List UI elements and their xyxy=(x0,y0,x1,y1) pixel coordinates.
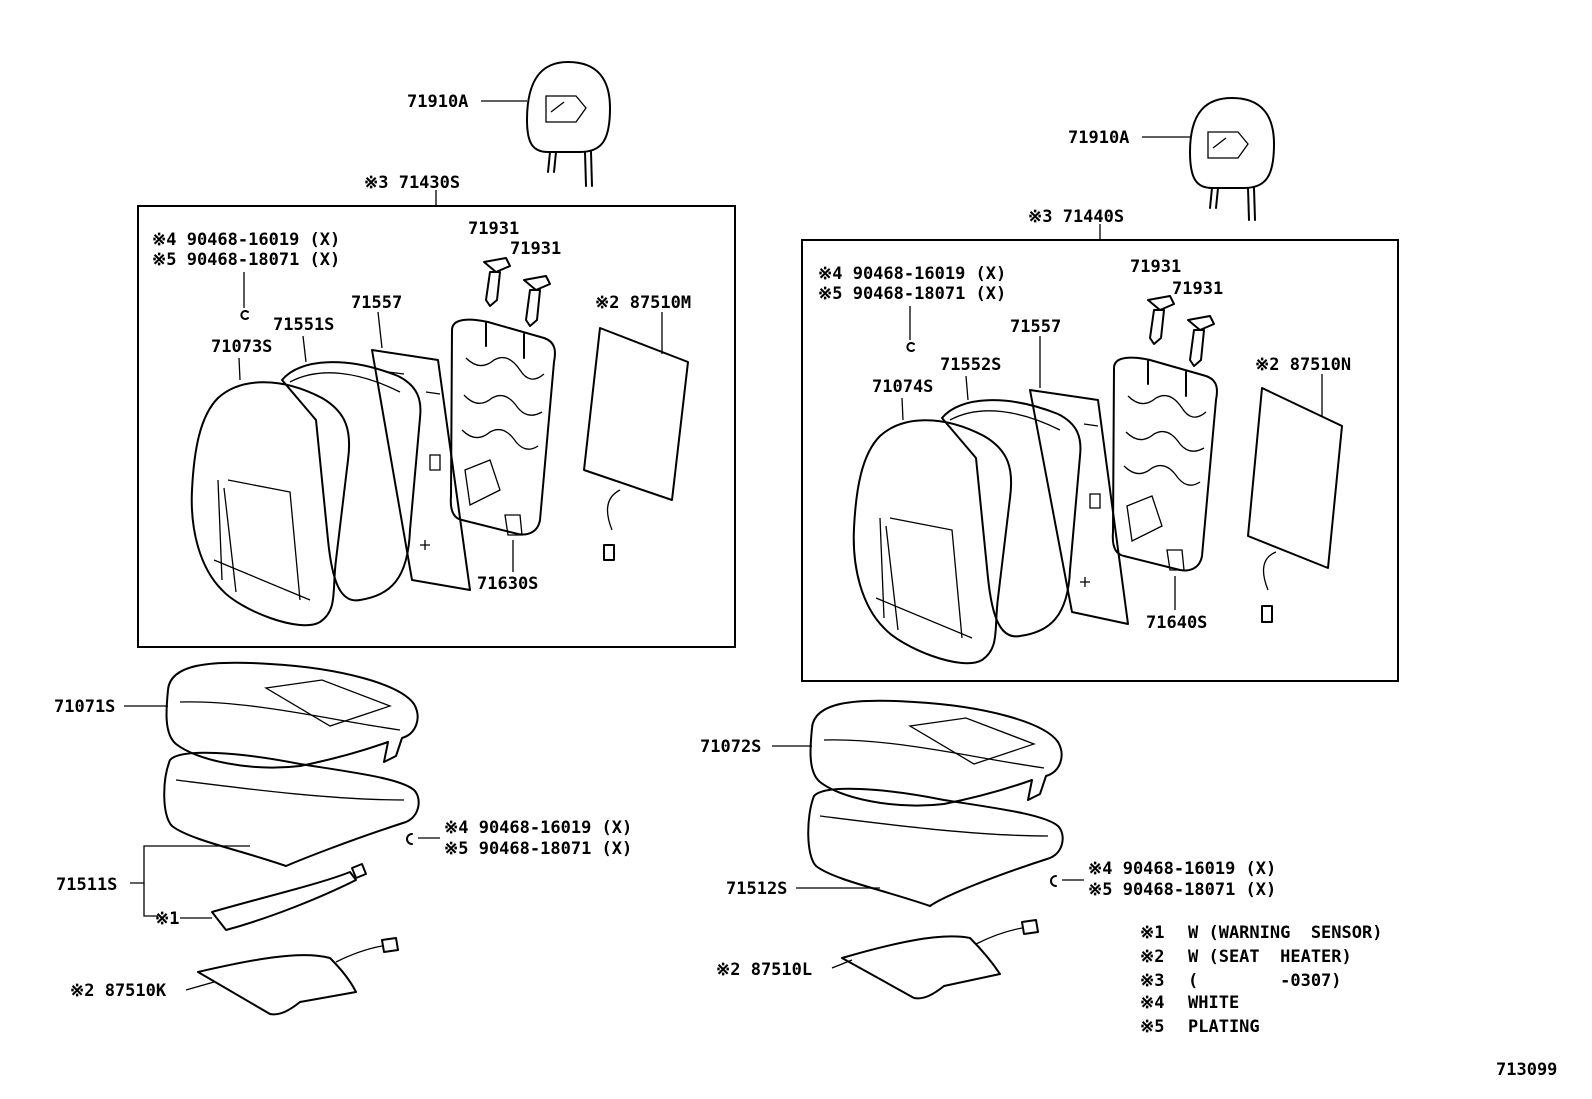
back-board-left[interactable] xyxy=(371,349,471,591)
label-support-right-b: 71931 xyxy=(1172,279,1223,299)
seatback-box-right xyxy=(801,239,1399,682)
legend-mark-1: ※1 xyxy=(1140,923,1164,943)
label-support-left-a: 71931 xyxy=(468,219,519,239)
label-back-frame-right: 71640S xyxy=(1146,613,1207,633)
legend-mark-5: ※5 xyxy=(1140,1017,1164,1037)
label-cushion-cover-right: 71072S xyxy=(700,737,761,757)
clip-left-cushion[interactable] xyxy=(406,833,413,845)
headrest-support-right-a[interactable] xyxy=(1147,295,1175,345)
label-warning-sensor-left: ※1 xyxy=(155,909,179,929)
label-heater-cushion-left: ※2 87510K xyxy=(70,981,167,1001)
headrest-support-left-b[interactable] xyxy=(523,275,551,327)
label-cushion-pad-left: 71511S xyxy=(56,875,117,895)
label-heater-cushion-right: ※2 87510L xyxy=(716,960,812,980)
legend-text-2: W (SEAT HEATER) xyxy=(1188,947,1352,967)
label-clip-plating-right-back: ※5 90468-18071 (X) xyxy=(818,284,1006,304)
label-clip-white-right-cushion: ※4 90468-16019 (X) xyxy=(1088,859,1276,879)
legend-text-5: PLATING xyxy=(1188,1017,1260,1037)
label-back-cover-left: 71073S xyxy=(211,337,272,357)
back-pad-right[interactable] xyxy=(941,399,1082,638)
legend: ※1 W (WARNING SENSOR) ※2 W (SEAT HEATER)… xyxy=(1140,923,1382,1037)
clip-right-back[interactable] xyxy=(906,342,915,352)
legend-mark-2: ※2 xyxy=(1140,947,1164,967)
heater-cushion-left[interactable] xyxy=(197,937,399,1016)
legend-text-3: ( -0307) xyxy=(1188,971,1342,991)
legend-text-1: W (WARNING SENSOR) xyxy=(1188,923,1382,943)
clip-right-cushion[interactable] xyxy=(1050,875,1057,887)
legend-mark-4: ※4 xyxy=(1140,993,1164,1013)
legend-mark-3: ※3 xyxy=(1140,971,1164,991)
label-back-board-right: 71557 xyxy=(1010,317,1061,337)
cushion-cover-left[interactable] xyxy=(165,661,419,769)
cushion-pad-left[interactable] xyxy=(163,751,420,867)
back-pad-left[interactable] xyxy=(281,361,422,602)
label-clip-white-left-cushion: ※4 90468-16019 (X) xyxy=(444,818,632,838)
label-support-left-b: 71931 xyxy=(510,239,561,259)
headrest-right[interactable] xyxy=(1189,97,1275,221)
label-back-pad-left: 71551S xyxy=(273,315,334,335)
label-back-frame-left: 71630S xyxy=(477,574,538,594)
label-cushion-cover-left: 71071S xyxy=(54,697,115,717)
label-seatback-assy-left: ※3 71430S xyxy=(364,173,460,193)
back-board-right[interactable] xyxy=(1029,389,1129,625)
back-frame-left[interactable] xyxy=(449,318,556,536)
warning-sensor-left[interactable] xyxy=(211,863,367,931)
label-support-right-a: 71931 xyxy=(1130,257,1181,277)
label-heater-back-right: ※2 87510N xyxy=(1255,355,1351,375)
clip-left-back[interactable] xyxy=(240,310,249,320)
label-back-board-left: 71557 xyxy=(351,293,402,313)
cushion-cover-right[interactable] xyxy=(809,699,1063,807)
label-headrest-right: 71910A xyxy=(1068,128,1129,148)
back-frame-right[interactable] xyxy=(1111,356,1218,572)
heater-cushion-right[interactable] xyxy=(841,919,1039,1000)
figure-number: 713099 xyxy=(1496,1060,1557,1080)
label-cushion-pad-right: 71512S xyxy=(726,879,787,899)
heater-back-left[interactable] xyxy=(583,327,689,561)
back-cover-right[interactable] xyxy=(852,419,1013,665)
legend-text-4: WHITE xyxy=(1188,993,1239,1013)
headrest-support-right-b[interactable] xyxy=(1187,315,1215,367)
headrest-left[interactable] xyxy=(526,61,611,187)
label-clip-plating-right-cushion: ※5 90468-18071 (X) xyxy=(1088,880,1276,900)
label-heater-back-left: ※2 87510M xyxy=(595,293,691,313)
headrest-support-left-a[interactable] xyxy=(483,257,511,307)
label-back-cover-right: 71074S xyxy=(872,377,933,397)
label-clip-plating-left-back: ※5 90468-18071 (X) xyxy=(152,250,340,270)
label-back-pad-right: 71552S xyxy=(940,355,1001,375)
label-headrest-left: 71910A xyxy=(407,92,468,112)
heater-back-right[interactable] xyxy=(1247,387,1343,623)
label-seatback-assy-right: ※3 71440S xyxy=(1028,207,1124,227)
back-cover-left[interactable] xyxy=(190,381,351,627)
label-clip-white-left-back: ※4 90468-16019 (X) xyxy=(152,230,340,250)
label-clip-white-right-back: ※4 90468-16019 (X) xyxy=(818,264,1006,284)
seatback-box-left xyxy=(137,205,736,648)
cushion-pad-right[interactable] xyxy=(807,787,1064,907)
label-clip-plating-left-cushion: ※5 90468-18071 (X) xyxy=(444,839,632,859)
